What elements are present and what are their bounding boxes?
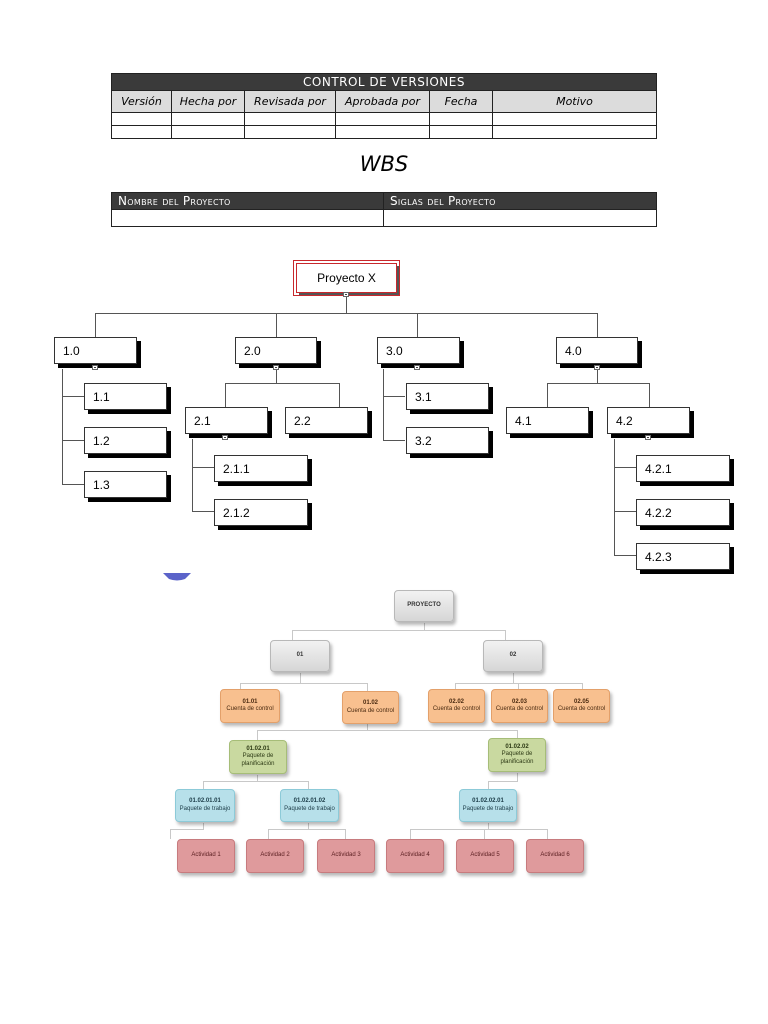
wbs-node-4-1[interactable]: 4.1: [506, 407, 589, 434]
node-code: 01.02: [362, 700, 378, 706]
page-title: WBS: [359, 152, 409, 176]
wbs2-node-02[interactable]: 02: [483, 640, 543, 672]
table-cell[interactable]: [335, 125, 430, 139]
node-code: 02: [509, 652, 517, 659]
wbs2-node-01-02-01[interactable]: 01.02.01 Paquete de planificación: [229, 740, 287, 774]
project-name-header: Nombre del Proyecto: [111, 192, 384, 210]
table-cell[interactable]: [171, 125, 245, 139]
node-label: Paquete de trabajo: [462, 805, 514, 812]
table-cell[interactable]: [244, 125, 336, 139]
wbs-node-root[interactable]: Proyecto X: [293, 260, 400, 296]
wbs-node-1-1[interactable]: 1.1: [84, 383, 167, 410]
wbs2-activity-5[interactable]: Actividad 5: [456, 839, 514, 873]
project-info-table: Nombre del Proyecto Siglas del Proyecto: [111, 192, 657, 227]
table-cell[interactable]: [429, 112, 493, 126]
wbs2-activity-6[interactable]: Actividad 6: [526, 839, 584, 873]
wbs-node-4-2[interactable]: 4.2: [607, 407, 690, 434]
wbs2-node-02-05[interactable]: 02.05 Cuenta de control: [553, 689, 610, 723]
wbs-node-3-1[interactable]: 3.1: [406, 383, 489, 410]
node-label: Paquete de planificación: [500, 751, 534, 765]
wbs2-activity-2[interactable]: Actividad 2: [246, 839, 304, 873]
node-label: Cuenta de control: [226, 706, 274, 712]
column-header: Versión: [111, 90, 172, 113]
table-cell[interactable]: [171, 112, 245, 126]
node-code: 01.02.01.01: [189, 798, 221, 804]
version-control-table: CONTROL DE VERSIONES Versión Hecha por R…: [111, 73, 657, 139]
node-label: Cuenta de control: [432, 706, 481, 712]
wbs2-node-01-02-01-01[interactable]: 01.02.01.01 Paquete de trabajo: [175, 789, 235, 822]
project-acronym-header: Siglas del Proyecto: [383, 192, 657, 210]
wbs2-node-01[interactable]: 01: [270, 640, 330, 672]
activity-label: Actividad 6: [540, 852, 570, 859]
node-code: PROYECTO: [407, 602, 441, 609]
wbs-node-4-0[interactable]: 4.0: [556, 337, 638, 364]
wbs-node-2-1-1[interactable]: 2.1.1: [214, 455, 308, 482]
wbs-node-4-2-3[interactable]: 4.2.3: [636, 543, 730, 570]
node-code: 01.01: [242, 698, 258, 705]
wbs-node-1-0[interactable]: 1.0: [54, 337, 137, 364]
activity-label: Actividad 4: [400, 852, 430, 859]
column-header: Hecha por: [171, 90, 245, 113]
wbs2-node-01-02-02[interactable]: 01.02.02 Paquete de planificación: [488, 738, 546, 772]
wbs-node-1-2[interactable]: 1.2: [84, 427, 167, 454]
wbs-node-3-2[interactable]: 3.2: [406, 427, 489, 454]
wbs2-activity-1[interactable]: Actividad 1: [177, 839, 235, 873]
decorative-shape-icon: [163, 573, 191, 581]
wbs2-activity-3[interactable]: Actividad 3: [317, 839, 375, 873]
node-code: 01: [296, 652, 304, 659]
wbs-node-3-0[interactable]: 3.0: [377, 337, 460, 364]
wbs-node-4-2-2[interactable]: 4.2.2: [636, 499, 730, 526]
node-code: 01.02.02.01: [472, 798, 504, 804]
node-label: Cuenta de control: [495, 706, 544, 712]
table-row: [111, 112, 657, 126]
node-label: Cuenta de control: [557, 706, 606, 712]
wbs2-activity-4[interactable]: Actividad 4: [386, 839, 444, 873]
node-label: Paquete de trabajo: [284, 805, 335, 812]
node-code: 02.03: [511, 698, 527, 705]
wbs-node-2-2[interactable]: 2.2: [285, 407, 368, 434]
node-label: Cuenta de control: [346, 707, 395, 714]
table-cell[interactable]: [492, 125, 657, 139]
wbs-node-4-2-1[interactable]: 4.2.1: [636, 455, 730, 482]
table-cell[interactable]: [244, 112, 336, 126]
wbs2-node-01-02[interactable]: 01.02 Cuenta de control: [342, 691, 399, 724]
column-header: Fecha: [429, 90, 493, 113]
column-header: Motivo: [492, 90, 657, 113]
wbs-node-1-3[interactable]: 1.3: [84, 471, 167, 498]
wbs-node-2-0[interactable]: 2.0: [235, 337, 317, 364]
wbs2-node-01-01[interactable]: 01.01 Cuenta de control: [220, 689, 280, 723]
project-name-cell[interactable]: [111, 209, 384, 227]
node-code: 01.02.02: [505, 743, 529, 750]
table-cell[interactable]: [111, 125, 172, 139]
node-code: 02.05: [573, 698, 589, 705]
node-code: 01.02.01: [246, 745, 270, 752]
wbs2-node-01-02-02-01[interactable]: 01.02.02.01 Paquete de trabajo: [459, 789, 517, 822]
table-cell[interactable]: [492, 112, 657, 126]
activity-label: Actividad 5: [470, 852, 500, 859]
wbs-node-2-1-2[interactable]: 2.1.2: [214, 499, 308, 526]
wbs-node-2-1[interactable]: 2.1: [185, 407, 268, 434]
activity-label: Actividad 1: [191, 852, 221, 859]
activity-label: Actividad 3: [331, 852, 361, 859]
table-cell[interactable]: [335, 112, 430, 126]
node-label: Paquete de trabajo: [179, 805, 231, 812]
wbs2-node-01-02-01-02[interactable]: 01.02.01.02 Paquete de trabajo: [280, 789, 339, 822]
table-cell[interactable]: [111, 112, 172, 126]
node-code: 01.02.01.02: [293, 798, 326, 804]
column-header: Aprobada por: [335, 90, 430, 113]
column-header: Revisada por: [244, 90, 336, 113]
table-row: [111, 125, 657, 139]
table-cell[interactable]: [429, 125, 493, 139]
activity-label: Actividad 2: [260, 852, 290, 859]
node-label: Paquete de planificación: [241, 753, 275, 767]
wbs2-node-02-02[interactable]: 02.02 Cuenta de control: [428, 689, 485, 723]
version-control-title: CONTROL DE VERSIONES: [111, 73, 657, 91]
node-code: 02.02: [448, 698, 464, 705]
project-acronym-cell[interactable]: [383, 209, 657, 227]
wbs2-node-02-03[interactable]: 02.03 Cuenta de control: [491, 689, 548, 723]
wbs2-node-root[interactable]: PROYECTO: [394, 590, 454, 622]
